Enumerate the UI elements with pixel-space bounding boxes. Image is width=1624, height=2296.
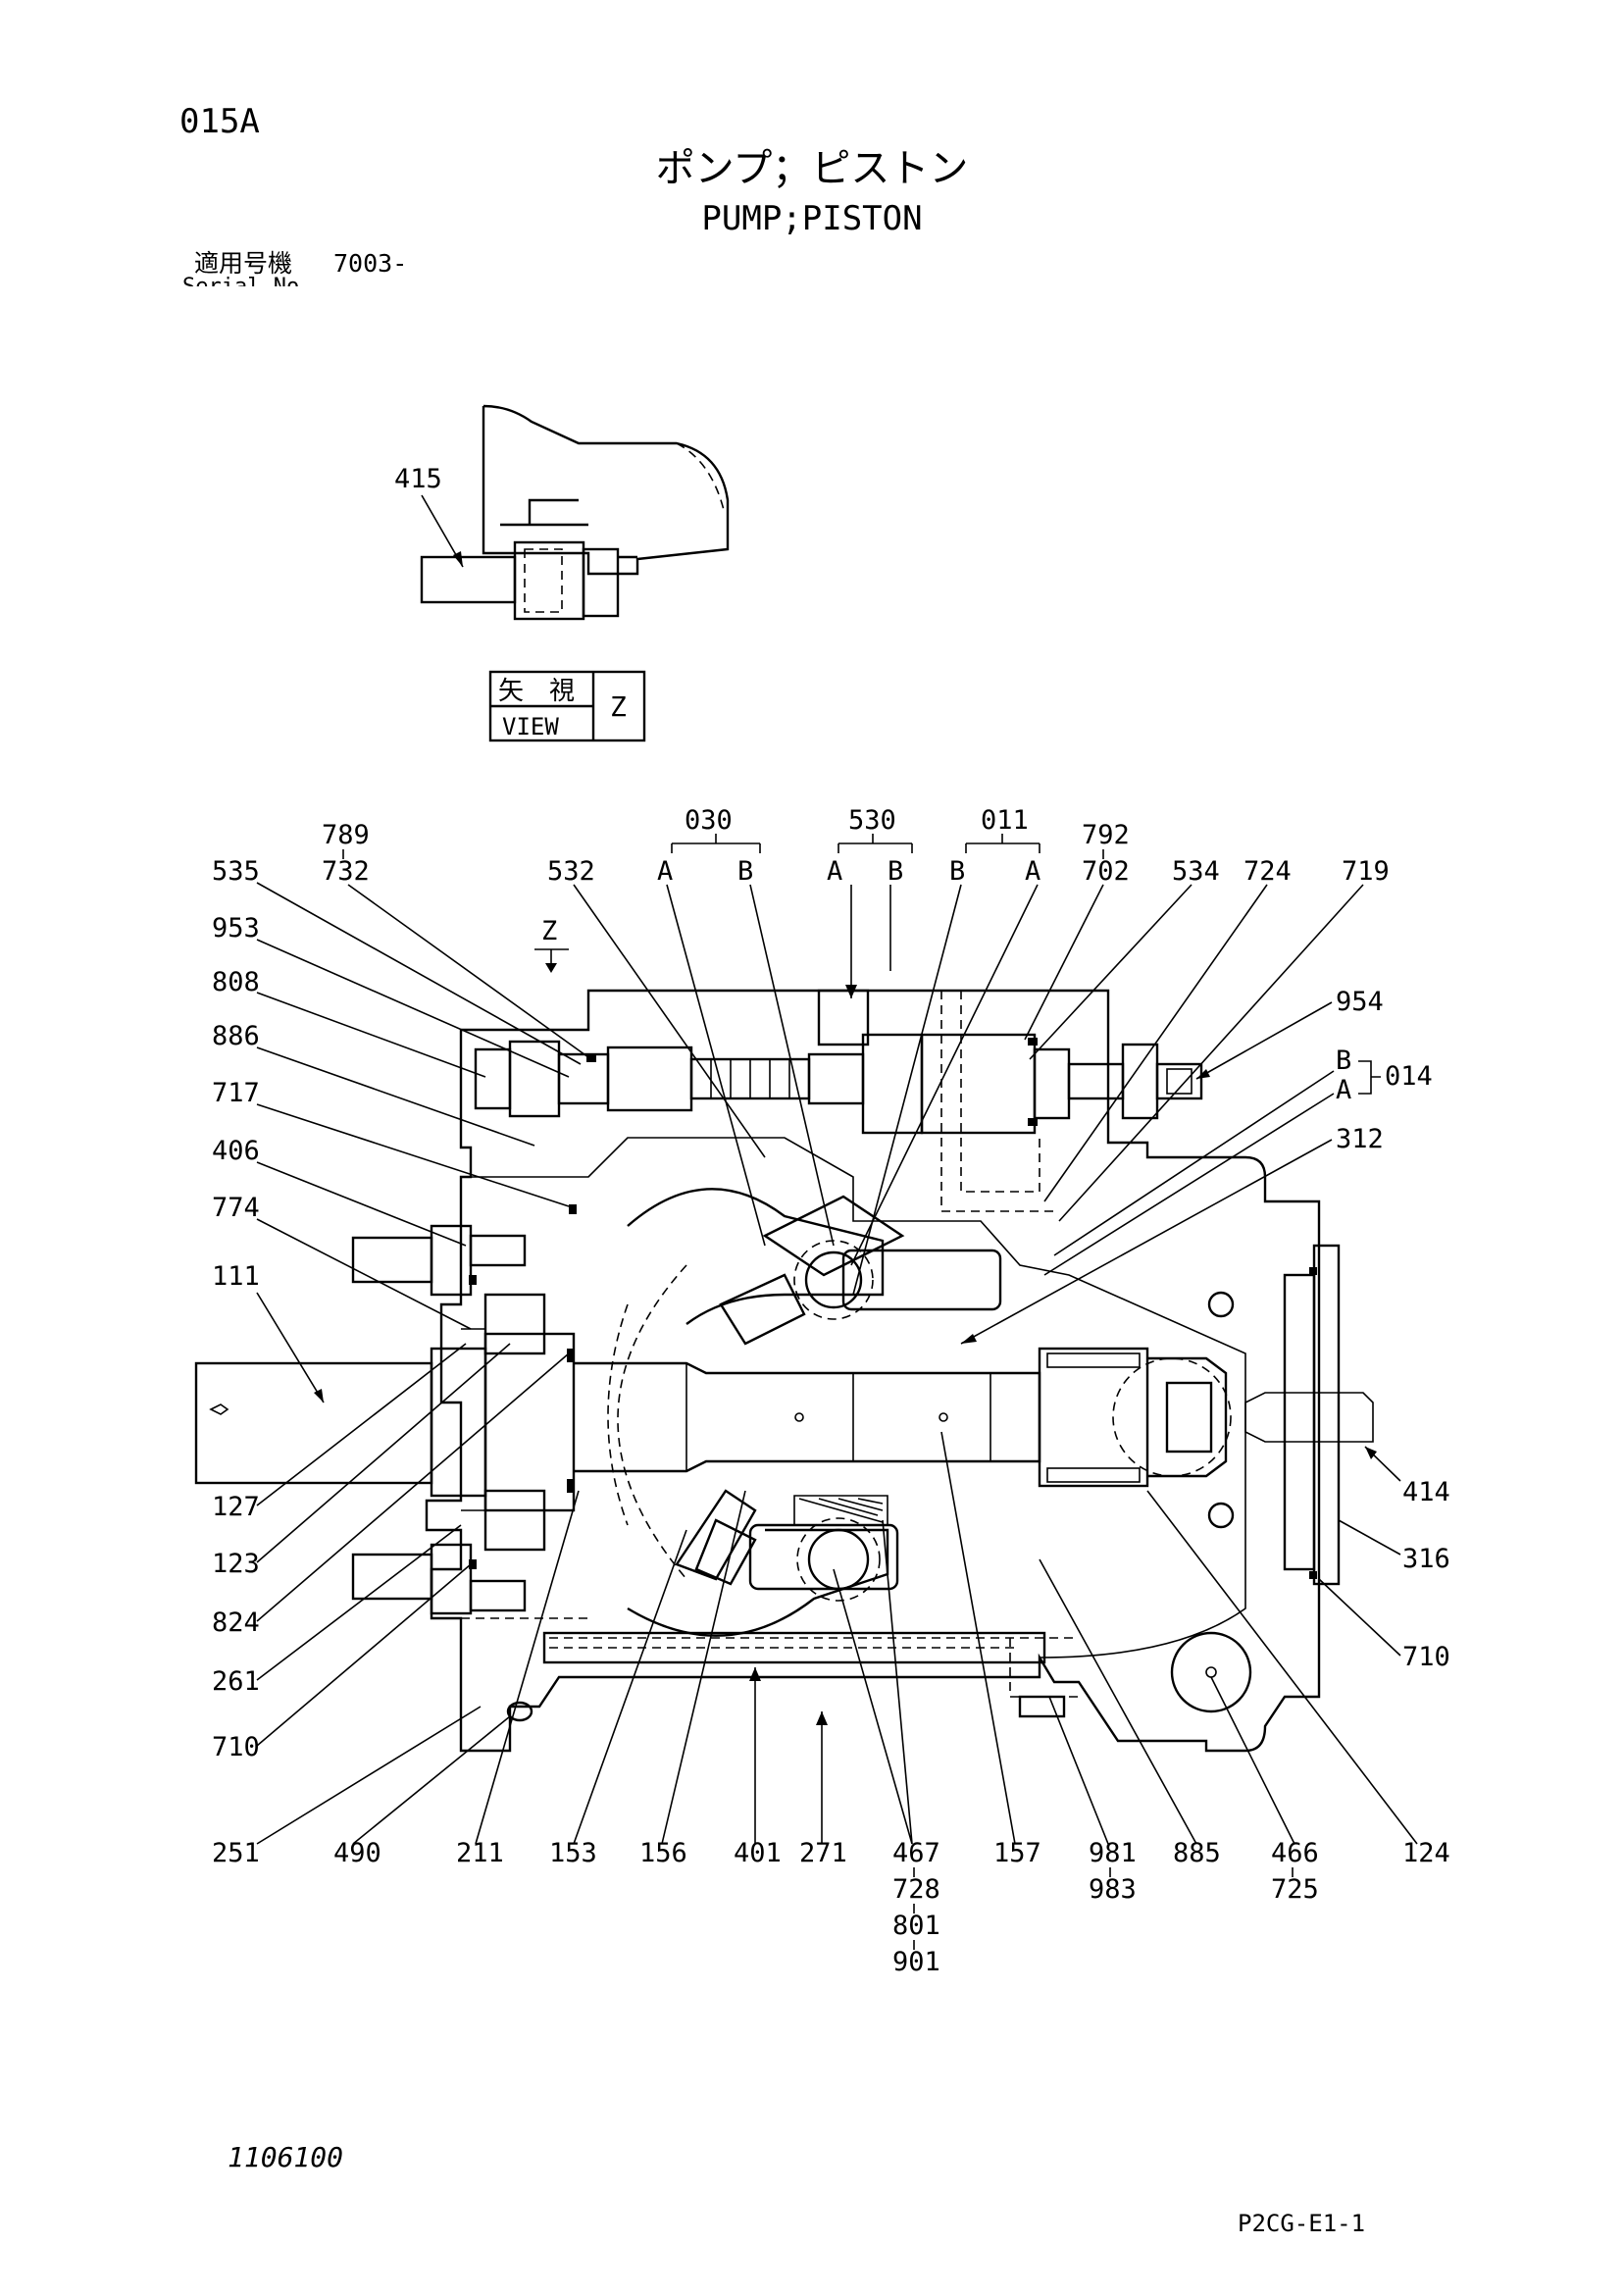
label-534: 534 [1172, 856, 1220, 887]
label-415: 415 [394, 464, 442, 494]
label-490: 490 [333, 1838, 381, 1868]
label-414: 414 [1402, 1477, 1450, 1507]
label-466: 466 [1271, 1838, 1319, 1868]
label-123: 123 [212, 1549, 260, 1579]
label-789: 789 [322, 820, 370, 850]
label-211: 211 [456, 1838, 504, 1868]
label-808: 808 [212, 967, 260, 997]
view-letter: Z [610, 690, 627, 723]
label-702: 702 [1082, 856, 1130, 887]
pump-cross-section [194, 989, 1374, 1753]
group-030-a: A [657, 856, 673, 887]
direction-marker-z: Z [534, 916, 569, 973]
label-157: 157 [993, 1838, 1041, 1868]
label-901: 901 [892, 1947, 940, 1977]
label-156: 156 [639, 1838, 687, 1868]
serial-label: 適用号機 [194, 249, 293, 278]
label-953: 953 [212, 913, 260, 944]
group-030-b: B [737, 856, 753, 887]
label-153: 153 [549, 1838, 597, 1868]
label-124: 124 [1402, 1838, 1450, 1868]
label-251: 251 [212, 1838, 260, 1868]
group-014-b: B [1336, 1046, 1351, 1076]
direction-letter: Z [541, 916, 557, 946]
label-532: 532 [547, 856, 595, 887]
label-535: 535 [212, 856, 260, 887]
serial-value: 7003- [333, 249, 408, 278]
label-954: 954 [1336, 987, 1384, 1017]
callout-labels: 535 953 808 886 717 406 774 111 127 123 … [212, 820, 1450, 1977]
group-530-a: A [827, 856, 842, 887]
label-261: 261 [212, 1666, 260, 1697]
label-724: 724 [1243, 856, 1292, 887]
group-011-b: B [949, 856, 965, 887]
label-824: 824 [212, 1607, 260, 1638]
label-732: 732 [322, 856, 370, 887]
group-brackets: 030 A B 530 A B 011 B A B A 014 [657, 805, 1433, 1105]
label-127: 127 [212, 1492, 260, 1522]
group-014: 014 [1385, 1061, 1433, 1092]
label-983: 983 [1089, 1874, 1137, 1905]
label-885: 885 [1173, 1838, 1221, 1868]
label-312: 312 [1336, 1124, 1384, 1154]
label-801: 801 [892, 1911, 940, 1941]
label-406: 406 [212, 1136, 260, 1166]
title-english: PUMP;PISTON [701, 199, 923, 238]
title-japanese: ポンプ；ピストン [655, 146, 969, 191]
label-886: 886 [212, 1021, 260, 1051]
leader-lines [256, 882, 1418, 1845]
label-467: 467 [892, 1838, 940, 1868]
group-530: 530 [848, 805, 896, 836]
label-792: 792 [1082, 820, 1130, 850]
label-401: 401 [734, 1838, 782, 1868]
view-z-box: 矢 視 VIEW Z [488, 670, 646, 742]
label-271: 271 [799, 1838, 847, 1868]
drawing-number: 1106100 [228, 2141, 344, 2173]
label-111: 111 [212, 1261, 260, 1292]
group-011-a: A [1025, 856, 1040, 887]
group-014-a: A [1336, 1075, 1351, 1105]
detail-view-z: 415 [394, 404, 730, 621]
view-kanji: 矢 視 [498, 677, 575, 706]
label-774: 774 [212, 1193, 260, 1223]
label-728: 728 [892, 1874, 940, 1905]
label-316: 316 [1402, 1544, 1450, 1574]
label-710-left: 710 [212, 1732, 260, 1762]
view-label: VIEW [502, 713, 559, 740]
page-reference: P2CG-E1-1 [1238, 2210, 1366, 2237]
catalog-code: 015A [179, 102, 260, 141]
group-530-b: B [888, 856, 903, 887]
label-725: 725 [1271, 1874, 1319, 1905]
label-981: 981 [1089, 1838, 1137, 1868]
label-719: 719 [1342, 856, 1390, 887]
label-710-right: 710 [1402, 1642, 1450, 1672]
label-717: 717 [212, 1078, 260, 1108]
serial-label-english: Serial No. [182, 277, 312, 286]
group-011: 011 [981, 805, 1029, 836]
group-030: 030 [685, 805, 733, 836]
